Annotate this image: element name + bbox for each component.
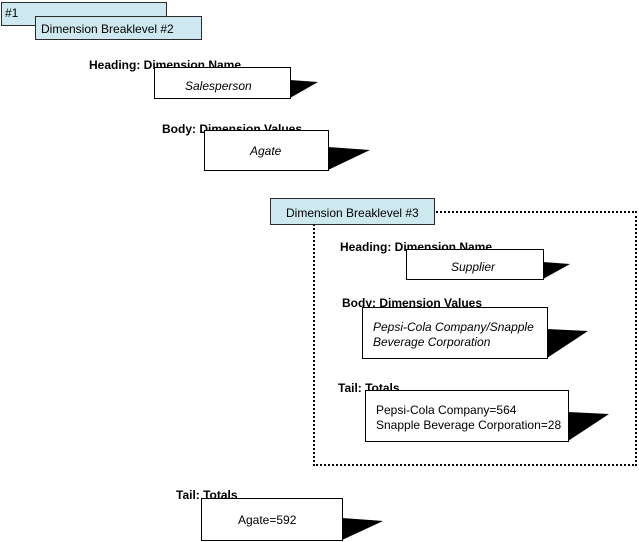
inner-tail-box: Pepsi-Cola Company=564 Snapple Beverage …: [365, 390, 569, 442]
outer-body-box: Agate: [204, 130, 329, 171]
wedge-inner-heading: [543, 262, 570, 279]
wedge-outer-body: [328, 147, 370, 170]
outer-tail-box: Agate=592: [201, 498, 343, 541]
wedge-outer-tail: [342, 518, 383, 540]
inner-heading-box: Supplier: [406, 249, 544, 280]
inner-heading-value: Supplier: [451, 260, 496, 274]
breaklevel-3-label: Dimension Breaklevel #3: [286, 206, 419, 220]
outer-heading-box: Salesperson: [154, 67, 291, 99]
wedge-inner-tail: [568, 412, 609, 441]
breaklevel-2-label: Dimension Breaklevel #2: [41, 22, 174, 36]
inner-body-label: Body: Dimension Values: [342, 296, 483, 310]
breaklevel-3-tab: Dimension Breaklevel #3: [270, 198, 435, 225]
breaklevel-1-label: #1: [5, 6, 19, 20]
wedge-outer-heading: [290, 80, 318, 98]
breaklevel-2-tab: Dimension Breaklevel #2: [35, 16, 202, 40]
outer-heading-value: Salesperson: [185, 79, 252, 93]
inner-tail-value: Pepsi-Cola Company=564 Snapple Beverage …: [376, 403, 562, 432]
inner-body-value: Pepsi-Cola Company/Snapple Beverage Corp…: [373, 320, 534, 349]
wedge-inner-body: [547, 329, 588, 358]
outer-tail-value: Agate=592: [238, 513, 297, 527]
breaklevel-3-container: [313, 211, 637, 466]
outer-body-value: Agate: [250, 144, 282, 158]
inner-body-box: Pepsi-Cola Company/Snapple Beverage Corp…: [362, 307, 548, 359]
